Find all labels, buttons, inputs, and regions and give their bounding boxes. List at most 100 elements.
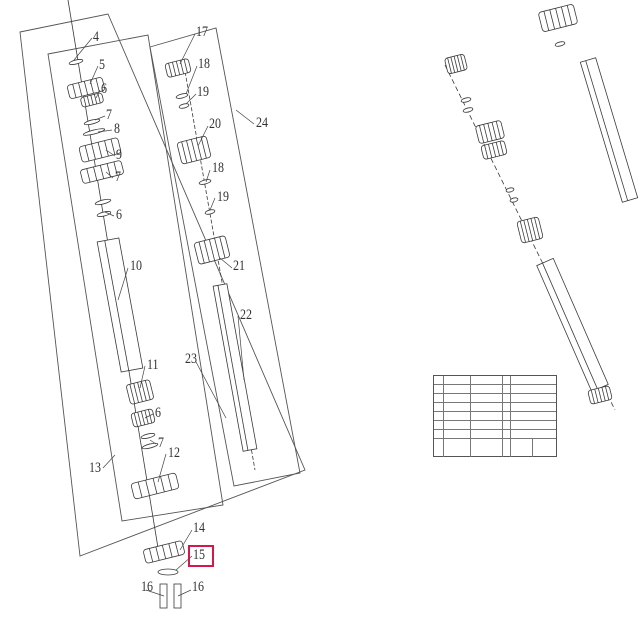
r-gear-4-tooth — [534, 217, 541, 239]
r-gear-top-tooth — [543, 11, 550, 31]
leader-line — [185, 93, 197, 105]
gear-12-tooth — [160, 476, 165, 493]
leader-line — [157, 453, 167, 483]
callout-16: 16 — [141, 579, 153, 595]
leader-line — [117, 267, 129, 301]
callout-23: 23 — [185, 351, 197, 367]
callout-13: 13 — [89, 460, 101, 476]
bushing-6a-tooth — [83, 96, 87, 107]
leader-line — [94, 115, 106, 121]
leader-line — [104, 211, 115, 217]
circlip-18a — [175, 93, 189, 99]
r-gear-2-tooth — [483, 124, 489, 142]
gear-14-tooth — [174, 541, 180, 556]
r-shaft-upper — [579, 57, 639, 203]
counter-shaft-22-spline — [217, 285, 249, 451]
leader-line — [95, 89, 101, 99]
callout-18: 18 — [198, 56, 210, 72]
bushing-6c-tooth — [140, 411, 146, 425]
leader-line — [144, 413, 154, 419]
callout-7: 7 — [106, 107, 112, 123]
gear-11-tooth — [137, 382, 143, 402]
callout-6: 6 — [116, 207, 122, 223]
leader-line — [105, 149, 116, 157]
gear-11-tooth — [129, 384, 136, 404]
r-gear-3-tooth — [488, 144, 493, 158]
r-gear-4-tooth — [523, 220, 530, 242]
gear-21-tooth — [219, 236, 226, 259]
leader-line — [185, 65, 198, 95]
leader-line — [209, 197, 216, 211]
r-gear-2-tooth — [491, 122, 497, 140]
gear-9-tooth — [104, 140, 109, 157]
gear-14-tooth — [161, 545, 167, 559]
washer-7a — [83, 118, 101, 126]
callout-5: 5 — [99, 57, 105, 73]
leader-line — [179, 529, 193, 551]
callout-6: 6 — [101, 81, 107, 97]
callout-12: 12 — [168, 445, 180, 461]
gear-20-tooth — [195, 138, 202, 160]
gear-7b-tooth — [99, 165, 105, 179]
leader-line — [97, 129, 113, 133]
gear-5-tooth — [95, 78, 100, 92]
gear-12-tooth — [167, 474, 173, 491]
counter-shaft-22 — [212, 283, 258, 452]
gear-20-tooth — [190, 139, 198, 161]
callout-8: 8 — [114, 121, 120, 137]
gear-11-tooth — [133, 383, 139, 403]
circlip-4 — [68, 59, 84, 65]
gear-5-tooth — [78, 82, 83, 97]
leader-line — [102, 454, 116, 469]
bushing-6a-tooth — [93, 94, 98, 105]
callout-10: 10 — [130, 258, 142, 274]
circlip-18b — [198, 179, 212, 185]
gear-7b-tooth — [106, 163, 111, 178]
leader-line — [139, 365, 146, 389]
r-gear-4-tooth — [519, 221, 526, 243]
r-gear-5-tooth — [597, 388, 603, 402]
gear-21-tooth — [203, 240, 210, 263]
callout-16: 16 — [192, 579, 204, 595]
right-shaft-axis — [182, 59, 256, 471]
r-gear-4-tooth — [530, 218, 537, 240]
r-washer-2 — [462, 107, 474, 113]
gear-12-tooth — [145, 479, 150, 496]
bushing-6a-tooth — [97, 93, 101, 104]
gear-9-tooth — [97, 142, 103, 158]
gear-7b-tooth — [93, 166, 98, 181]
leader-line — [145, 589, 165, 597]
bushing-6a-tooth — [90, 95, 94, 105]
r-gear-1-tooth — [447, 57, 452, 74]
r-gear-3-tooth — [484, 145, 489, 159]
leader-line — [235, 109, 255, 125]
r-gear-5-tooth — [601, 387, 606, 402]
bolt-16b — [173, 583, 182, 609]
r-shaft-upper-spline — [585, 60, 629, 201]
leader-line — [179, 33, 196, 65]
leader-line — [149, 439, 157, 445]
r-washer-top — [554, 41, 566, 47]
gear-17-tooth — [172, 62, 177, 76]
r-gear-1-tooth — [456, 55, 462, 72]
leader-line — [73, 37, 93, 61]
leader-line — [237, 315, 245, 381]
callout-4: 4 — [93, 29, 99, 45]
callout-19: 19 — [197, 84, 209, 100]
callout-6: 6 — [155, 405, 161, 421]
r-shaft — [536, 257, 609, 393]
leader-line — [177, 589, 192, 597]
inner-frame-left — [47, 34, 224, 522]
callout-24: 24 — [256, 115, 268, 131]
gear-20-tooth — [200, 136, 207, 159]
r-gear-5-tooth — [590, 389, 595, 404]
gear-11-tooth — [144, 380, 151, 400]
r-gear-top-tooth — [566, 5, 573, 25]
gear-11-tooth — [141, 381, 147, 401]
gear-21-tooth — [214, 237, 221, 260]
bushing-6c-tooth — [133, 412, 138, 427]
inner-frame-right — [149, 27, 301, 487]
r-gear-2-tooth — [487, 123, 493, 141]
callout-9: 9 — [116, 147, 122, 163]
washer-7c — [140, 433, 156, 439]
